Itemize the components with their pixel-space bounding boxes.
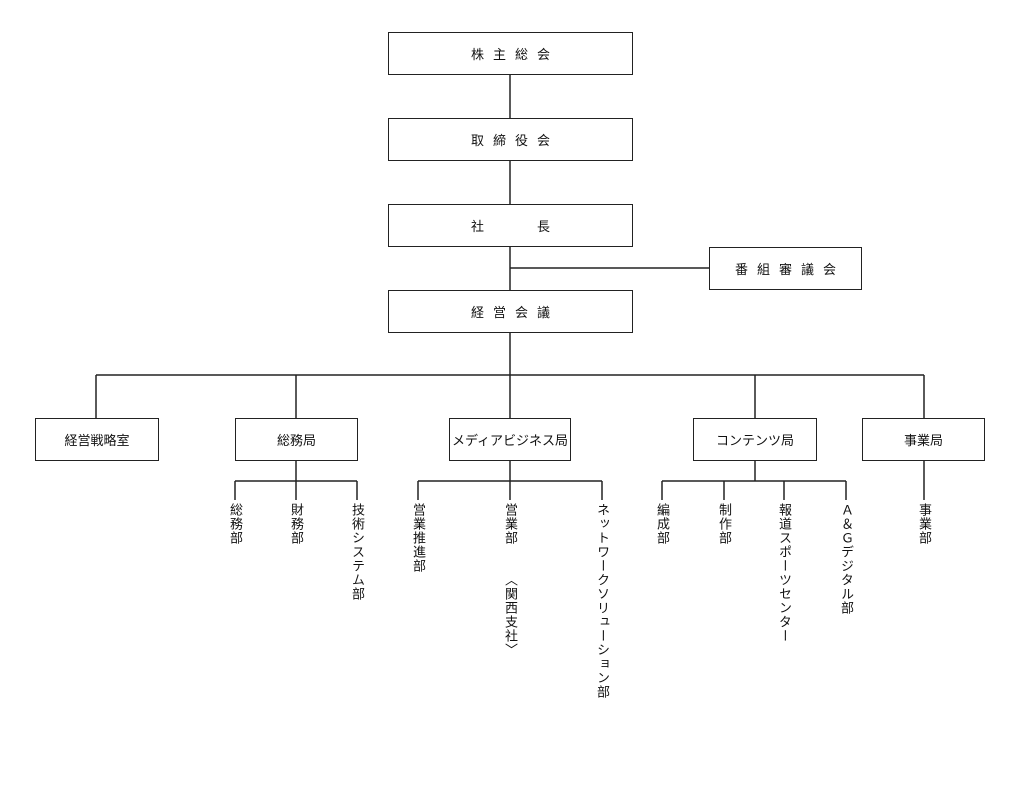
business-dept-label: 事業部	[916, 503, 931, 545]
program-council-label: 番組審議会	[734, 263, 845, 278]
finance-dept-label: 財務部	[288, 503, 303, 545]
general-affairs-box: 総務局	[235, 418, 358, 461]
general-affairs-label: 総務局	[276, 434, 316, 449]
technical-systems-dept-label: 技術システム部	[349, 503, 364, 601]
contents-box: コンテンツ局	[693, 418, 817, 461]
sales-dept-label: 営業部	[502, 503, 517, 545]
production-dept-label: 制作部	[716, 503, 731, 545]
media-business-label: メディアビジネス局	[451, 434, 569, 449]
business-box: 事業局	[862, 418, 985, 461]
network-solutions-dept-label: ネットワークソリューション部	[594, 503, 609, 699]
board-of-directors-label: 取締役会	[470, 134, 559, 149]
kansai-branch-label: 〈関西支社〉	[502, 573, 517, 657]
news-sports-center-label: 報道スポーツセンター	[776, 503, 791, 643]
board-of-directors-box: 取締役会	[388, 118, 633, 161]
president-label: 社 長	[470, 220, 559, 235]
sales-promotion-dept-label: 営業推進部	[410, 503, 425, 573]
program-council-box: 番組審議会	[709, 247, 862, 290]
media-business-box: メディアビジネス局	[449, 418, 571, 461]
shareholders-meeting-box: 株主総会	[388, 32, 633, 75]
programming-dept-label: 編成部	[654, 503, 669, 545]
ag-digital-dept-label: Ａ＆Ｇデジタル部	[838, 503, 853, 615]
strategy-office-box: 経営戦略室	[35, 418, 159, 461]
strategy-office-label: 経営戦略室	[64, 434, 130, 449]
president-box: 社 長	[388, 204, 633, 247]
general-affairs-dept-label: 総務部	[227, 503, 242, 545]
business-label: 事業局	[903, 434, 943, 449]
management-meeting-label: 経営会議	[470, 306, 559, 321]
contents-label: コンテンツ局	[715, 434, 794, 449]
management-meeting-box: 経営会議	[388, 290, 633, 333]
shareholders-meeting-label: 株主総会	[470, 48, 559, 63]
